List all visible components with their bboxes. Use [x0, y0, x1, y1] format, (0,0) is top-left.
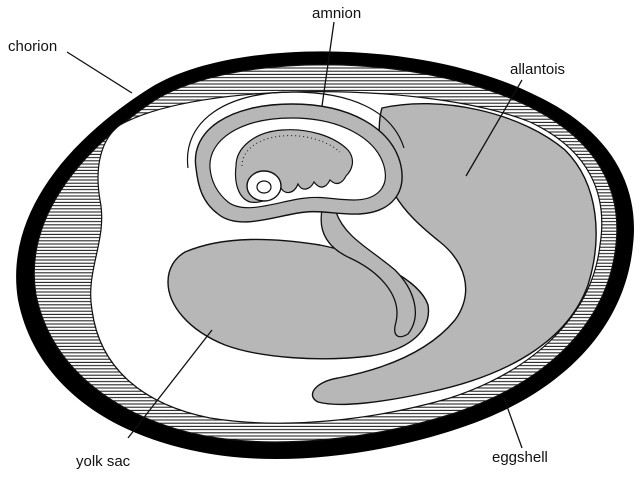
label-allantois: allantois [510, 61, 565, 78]
label-amnion: amnion [312, 5, 361, 22]
leader-chorion [67, 52, 132, 93]
label-yolk-sac: yolk sac [76, 453, 131, 470]
embryo-eye-inner [257, 181, 271, 193]
label-eggshell: eggshell [492, 449, 548, 466]
label-chorion: chorion [8, 38, 57, 55]
